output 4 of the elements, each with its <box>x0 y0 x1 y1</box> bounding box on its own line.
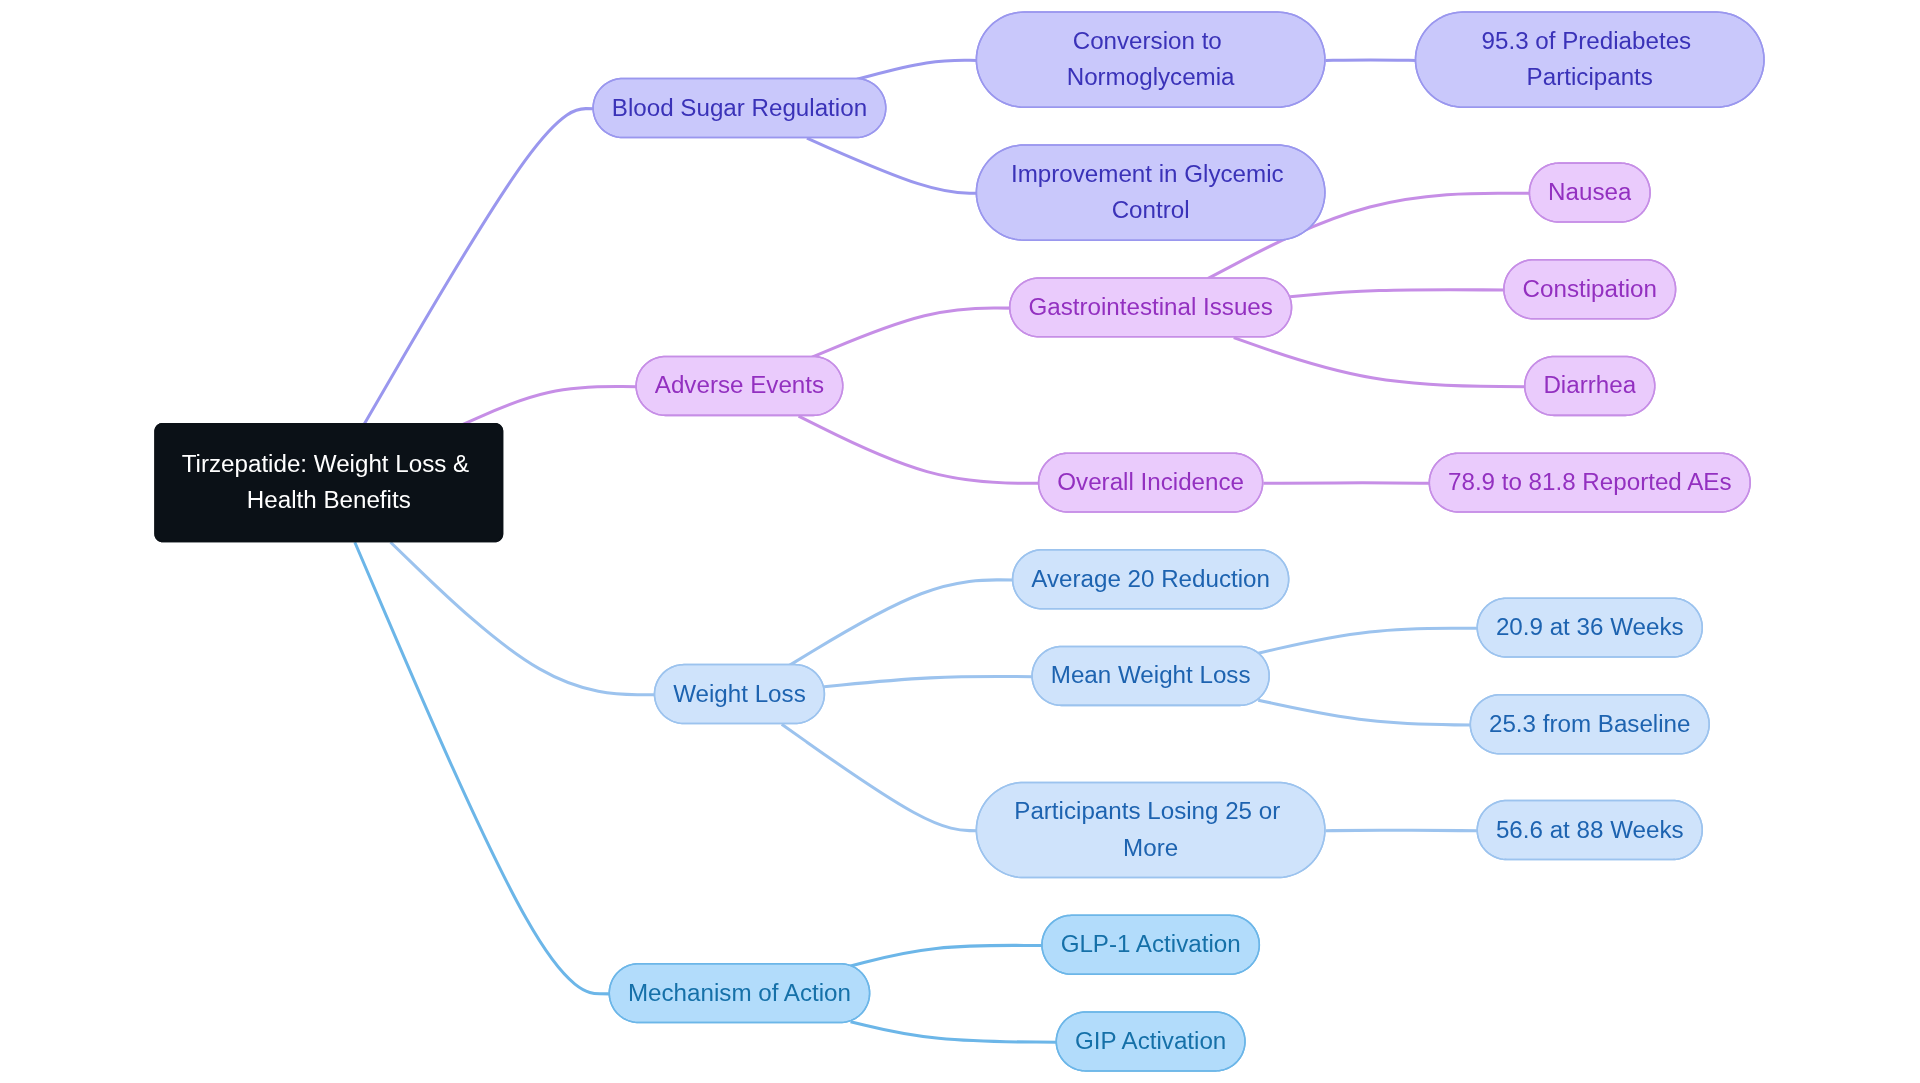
connector <box>1258 698 1472 727</box>
connector <box>798 414 1040 485</box>
connector <box>811 306 1011 359</box>
connector <box>1233 336 1526 389</box>
